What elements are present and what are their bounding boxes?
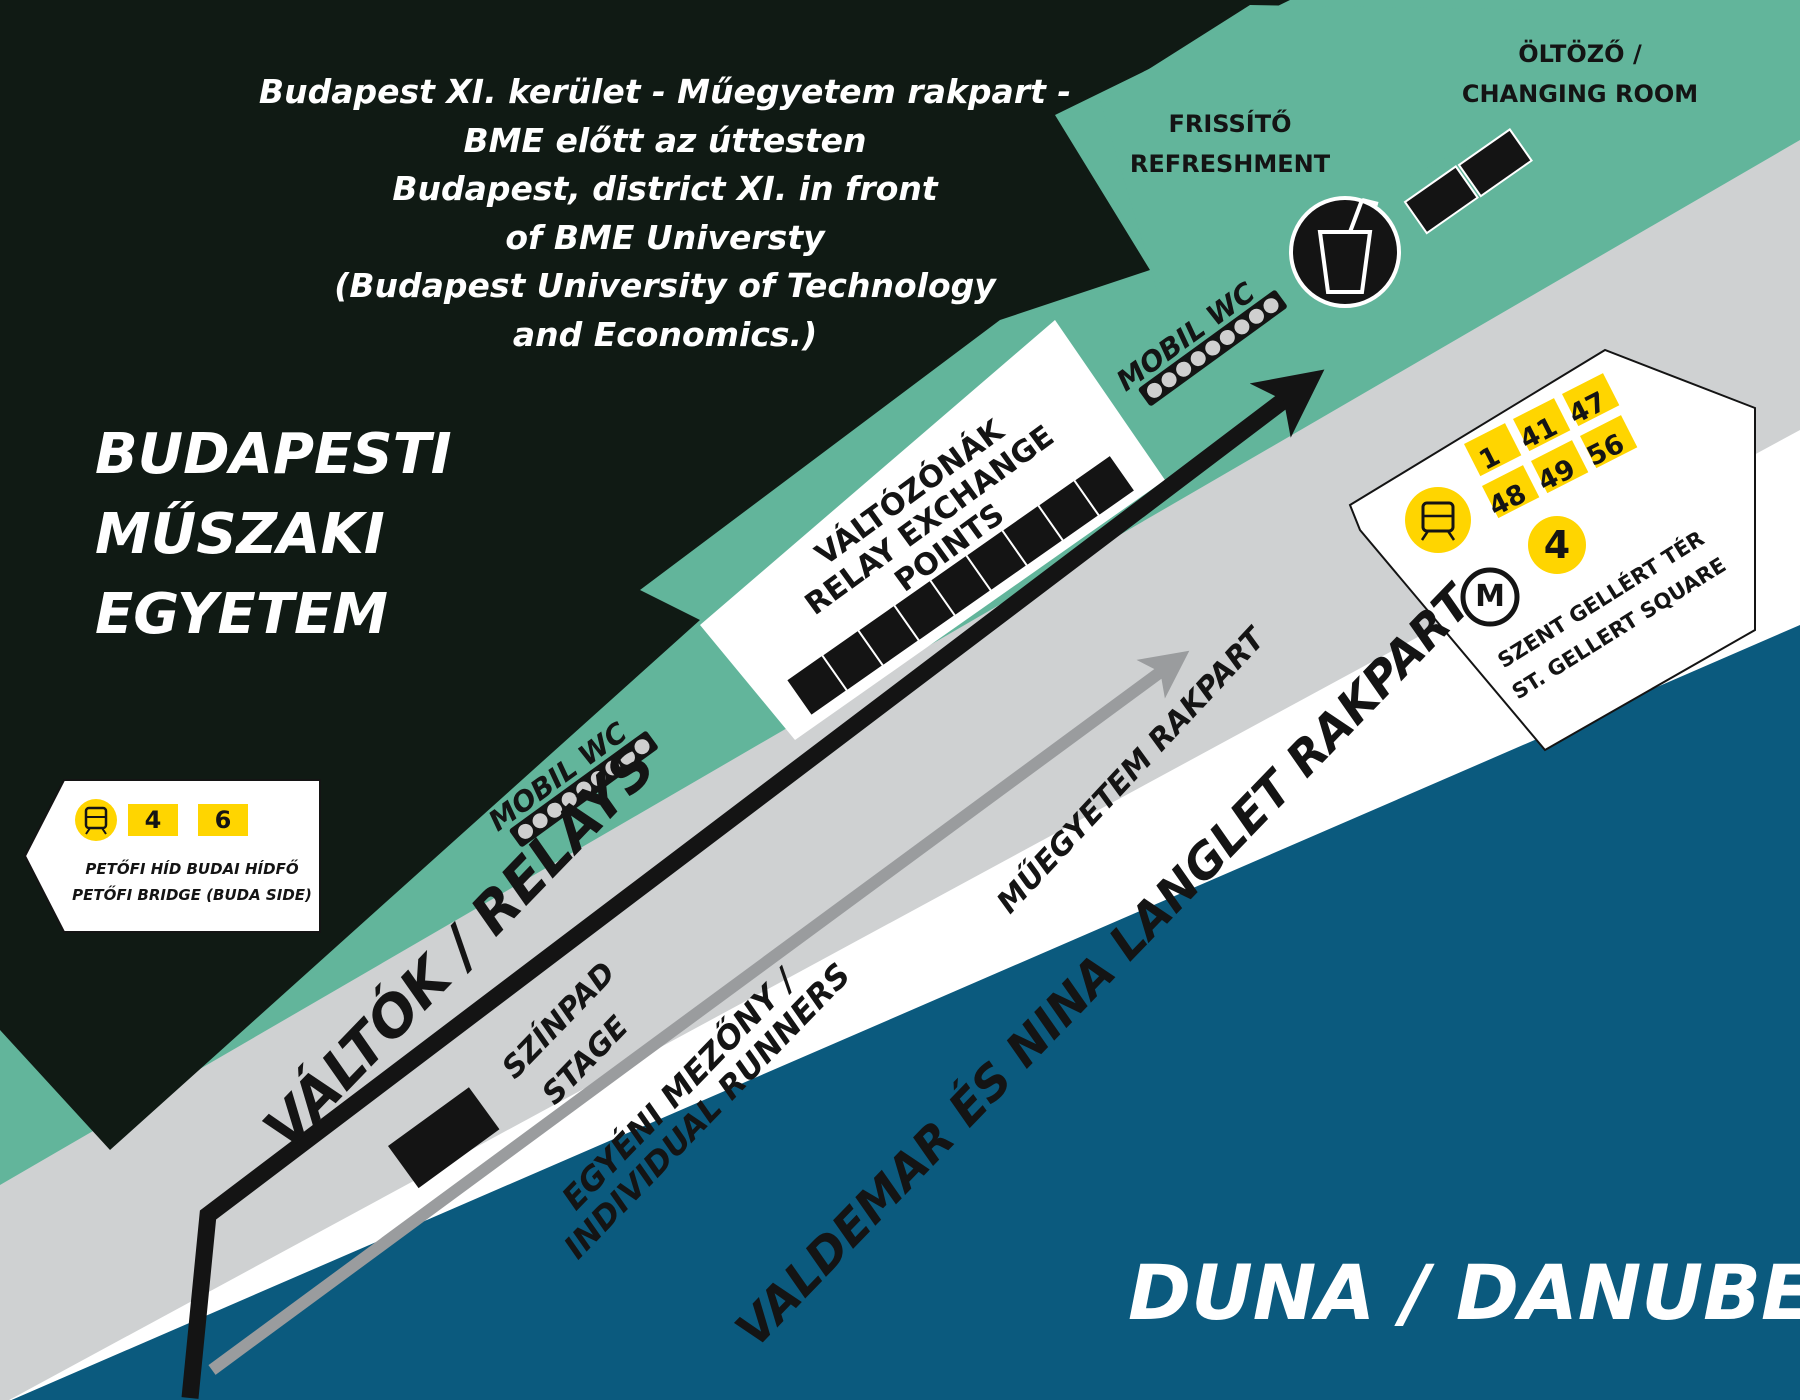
campus-name: BUDAPESTI MŰSZAKI EGYETEM [95, 415, 452, 655]
tram-icon-east [1405, 487, 1471, 553]
campus-name-line-3: EGYETEM [95, 582, 388, 647]
campus-name-line-2: MŰSZAKI [95, 502, 385, 567]
address-line-4: of BME Universty [505, 217, 825, 257]
mobil-wc-lower [509, 731, 658, 847]
campus-name-line-1: BUDAPESTI [95, 422, 452, 487]
refreshment-label-en: REFRESHMENT [1129, 150, 1331, 178]
address-line-3: Budapest, district XI. in front [392, 169, 938, 208]
refreshment-cup-icon [1289, 196, 1401, 308]
east-line-badges [1464, 373, 1638, 519]
tram-line-badge-6 [198, 804, 248, 836]
individual-route-arrow [208, 650, 1190, 1375]
metro-line-badge [1528, 516, 1586, 574]
changing-room-label: ÖLTÖZŐ / CHANGING ROOM [1420, 34, 1740, 114]
mobil-wc-upper [1138, 290, 1287, 406]
metro-letter: M [1475, 579, 1505, 614]
address-line-2: BME előtt az úttesten [463, 120, 867, 160]
river-label: DUNA / DANUBE [1128, 1248, 1800, 1337]
venue-address: Budapest XI. kerület - Műegyetem rakpart… [230, 68, 1100, 359]
petofi-stop-label-hu: PETŐFI HÍD BUDAI HÍDFŐ [85, 860, 299, 878]
tram-line-6: 6 [214, 806, 232, 834]
relay-exchange-area [700, 320, 1165, 740]
changing-room-label-hu: ÖLTÖZŐ / [1518, 40, 1642, 68]
address-line-6: and Economics.) [512, 314, 818, 354]
campus-block [0, 0, 1290, 1150]
relay-exchange-boxes [784, 453, 1137, 718]
tram-icon-west [75, 799, 117, 841]
address-line-5: (Budapest University of Technology [334, 266, 996, 305]
petofi-stop-label-en: PETŐFI BRIDGE (BUDA SIDE) [72, 886, 312, 904]
changing-room-blocks [1403, 128, 1533, 235]
metro-icon [1460, 567, 1520, 627]
tram-line-4: 4 [144, 806, 162, 834]
metro-line-number: 4 [1543, 523, 1571, 567]
green-strip-north [1100, 5, 1560, 300]
address-line-1: Budapest XI. kerület - Műegyetem rakpart… [258, 72, 1072, 111]
refreshment-label-hu: FRISSÍTŐ [1168, 110, 1292, 138]
relays-route-arrow [181, 369, 1325, 1399]
tram-line-badge-4 [128, 804, 178, 836]
changing-room-label-en: CHANGING ROOM [1461, 80, 1699, 108]
refreshment-label: FRISSÍTŐ REFRESHMENT [1110, 104, 1350, 184]
stage-block [388, 1087, 500, 1189]
petofi-stop-label: PETŐFI HÍD BUDAI HÍDFŐ PETŐFI BRIDGE (BU… [64, 856, 320, 908]
